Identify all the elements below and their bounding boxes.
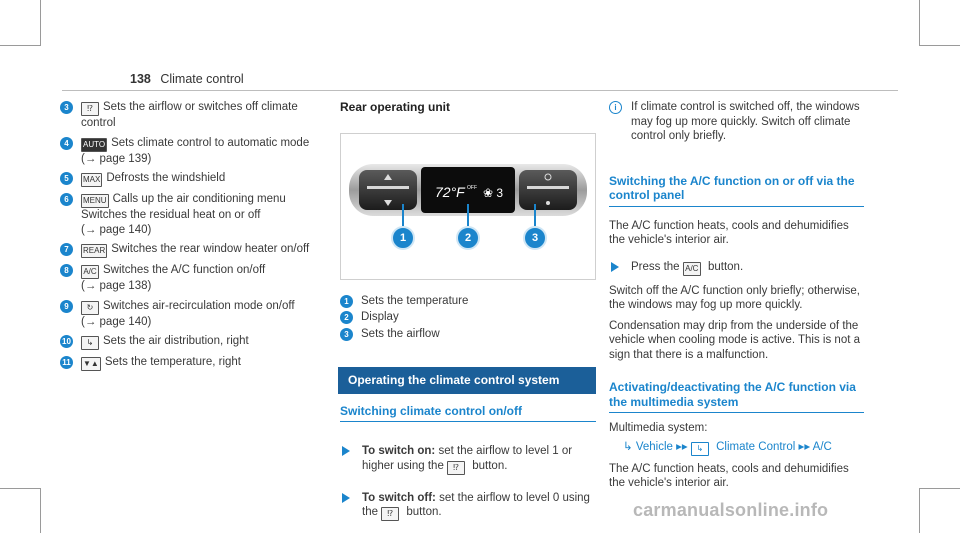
rear-unit-title: Rear operating unit [340, 100, 451, 114]
step-arrow-icon [342, 492, 350, 503]
path-chevron-icon: ▸▸ [676, 440, 691, 453]
fan-icon: ⁉ [81, 102, 99, 116]
item-number: 9 [60, 299, 73, 313]
info-note: i If climate control is switched off, th… [609, 100, 864, 144]
menu-path: ↳ Vehicle ▸▸ ↳ Climate Control ▸▸ A/C [609, 440, 864, 456]
auto-icon: AUTO [81, 137, 108, 152]
crop-mark [40, 0, 41, 46]
ac-control-panel-subhead: Switching the A/C function on or off via… [609, 174, 864, 207]
callout-3: 3 [523, 225, 547, 250]
switching-subhead: Switching climate control on/off [340, 404, 596, 422]
header-divider [62, 90, 898, 91]
item-text: Sets the air distribution, right [103, 335, 249, 347]
item-number: 4 [60, 136, 73, 150]
crop-mark [919, 488, 920, 533]
callout-leader [402, 203, 404, 226]
callout-leader [467, 203, 469, 226]
item-text: Calls up the air conditioning menu Switc… [81, 193, 286, 236]
ac-briefly-paragraph: Switch off the A/C function only briefly… [609, 284, 860, 312]
rear-panel-illustration: 72°F OFF ❀ 3 [349, 163, 587, 216]
page-number: 138 [130, 72, 151, 86]
windshield-defrost-icon: MAX [81, 173, 103, 187]
press-ac-step: Press the A/C button. [609, 260, 864, 276]
crop-mark [0, 45, 40, 46]
ac-paragraph-2: The A/C function heats, cools and dehumi… [609, 462, 849, 490]
item-text: Sets the airflow or switches off climate… [81, 101, 298, 129]
crop-mark [0, 488, 40, 489]
switch-on-step: To switch on: set the airflow to level 1… [340, 444, 596, 475]
right-column: i If climate control is switched off, th… [609, 100, 864, 497]
recirculation-icon: ↻ [81, 300, 99, 315]
step-arrow-icon [611, 261, 619, 272]
item-text: Sets climate control to automatic mode (… [81, 136, 310, 165]
section-title: Climate control [160, 72, 244, 86]
air-distribution-icon: ↳ [81, 336, 99, 350]
fan-icon: ⁉ [447, 460, 466, 475]
temp-rocker [359, 169, 417, 210]
page-header: 138 Climate control [130, 72, 244, 86]
display-temp: 72°F [435, 184, 466, 200]
item-text: Switches air-recirculation mode on/off (… [81, 299, 295, 328]
display-fan: ❀ 3 [483, 186, 503, 200]
fan-icon: ⁉ [381, 507, 400, 521]
item-number: 6 [60, 193, 73, 206]
control-item-3: 3 ⁉Sets the airflow or switches off clima… [60, 100, 322, 131]
ac-icon: A/C [81, 265, 99, 279]
crop-mark [919, 0, 920, 46]
path-chevron-icon: ▸▸ [798, 440, 813, 453]
item-text: Switches the rear window heater on/off [111, 243, 310, 255]
path-climate-control: Climate Control [716, 440, 796, 453]
item-number: 3 [60, 101, 73, 114]
path-vehicle: Vehicle [635, 440, 673, 453]
temperature-icon: ▼▲ [81, 357, 101, 371]
rear-window-heater-icon: REAR [81, 244, 108, 258]
left-column: 3 ⁉Sets the airflow or switches off clima… [60, 100, 322, 376]
ac-icon: A/C [682, 261, 701, 276]
item-text: Switches the A/C function on/off (→ page… [81, 264, 266, 292]
path-ac: A/C [812, 440, 832, 453]
middle-column: Rear operating unit 72°F OFF ❀ 3 [338, 100, 596, 537]
control-item-11: 11 ▼▲Sets the temperature, right [60, 355, 322, 371]
display-off: OFF [467, 185, 477, 191]
fan-rocker [519, 169, 577, 210]
ac-multimedia-subhead: Activating/deactivating the A/C function… [609, 380, 864, 413]
switch-off-step: To switch off: set the airflow to level … [340, 491, 596, 521]
menu-icon: MENU [81, 194, 109, 208]
item-number: 11 [60, 356, 73, 369]
item-number: 7 [60, 243, 73, 256]
callout-1: 1 [391, 225, 415, 250]
crop-mark [40, 488, 41, 533]
crop-mark [920, 45, 960, 46]
multimedia-label: Multimedia system: [609, 422, 708, 434]
callout-2: 2 [456, 225, 480, 250]
step-arrow-icon [342, 446, 350, 456]
item-text: Sets the temperature, right [104, 356, 241, 368]
display-panel [421, 166, 515, 213]
item-text: Defrosts the windshield [106, 172, 226, 184]
item-number: 10 [60, 335, 73, 348]
ac-paragraph: The A/C function heats, cools and dehumi… [609, 219, 849, 247]
item-number: 5 [60, 172, 73, 185]
item-number: 8 [60, 264, 73, 277]
info-icon: i [609, 101, 622, 114]
watermark: carmanualsonline.info [633, 500, 829, 520]
path-arrow-icon: ↳ [623, 440, 633, 453]
condensation-paragraph: Condensation may drip from the underside… [609, 319, 861, 361]
callout-leader [534, 203, 536, 226]
control-item-10: 10 ↳ Sets the air distribution, right [60, 334, 322, 350]
rear-unit-image: 72°F OFF ❀ 3 1 2 3 [340, 132, 596, 280]
crop-mark [920, 488, 960, 489]
control-item-9: 9 ↻Switches air-recirculation mode on/off… [60, 299, 322, 330]
air-distribution-icon: ↳ [690, 441, 709, 456]
operating-section-bar: Operating the climate control system [338, 367, 596, 394]
